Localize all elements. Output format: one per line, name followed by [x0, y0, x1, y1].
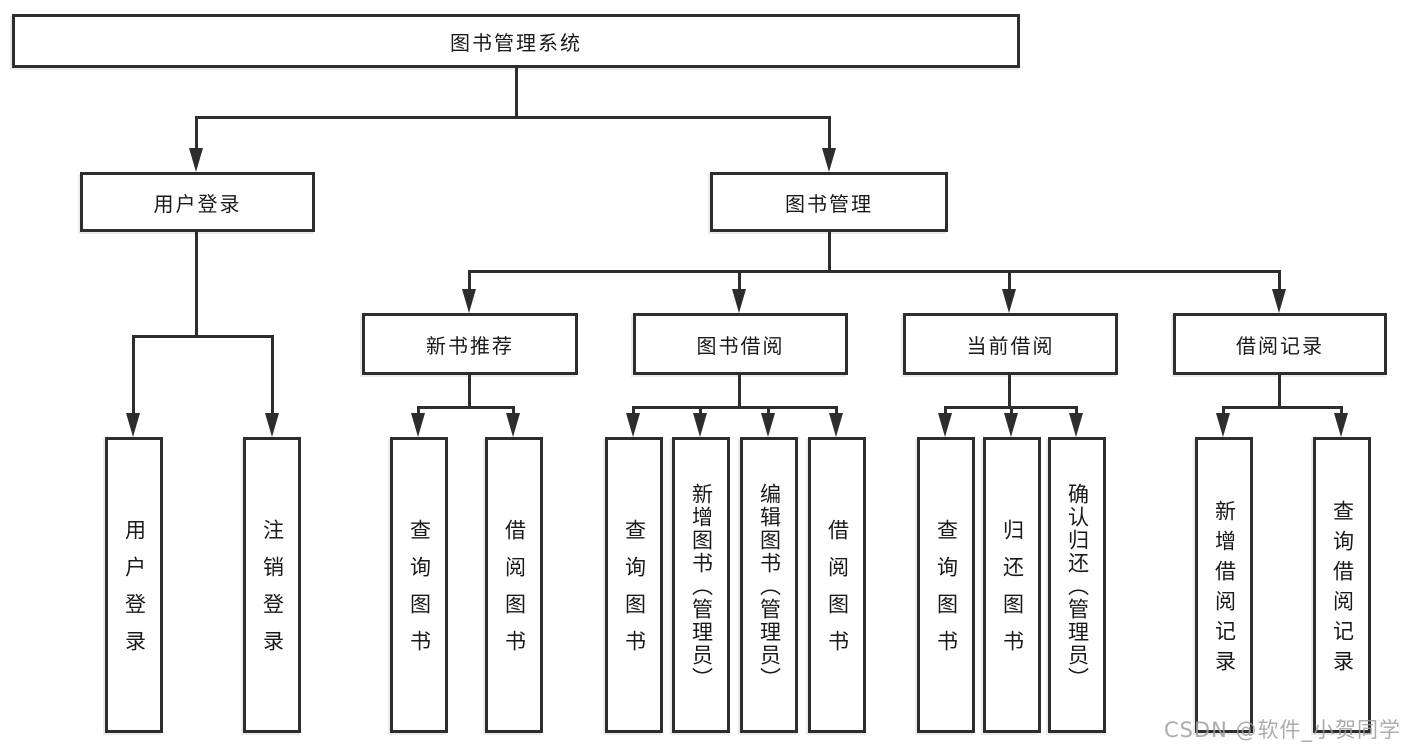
connector-vline: [195, 116, 198, 154]
connector-vline: [1010, 406, 1013, 416]
connector-vline: [699, 406, 702, 416]
leaf-query-books: 查询图书: [390, 437, 448, 733]
connector-vline: [632, 406, 635, 416]
connector-vline: [417, 406, 420, 416]
connector-vline: [195, 232, 198, 337]
connector-hline: [468, 270, 1281, 273]
arrowhead-down-icon: [822, 148, 836, 172]
connector-vline: [468, 270, 471, 294]
node-book-borrowing: 图书借阅: [633, 313, 848, 375]
connector-hline: [632, 406, 838, 409]
connector-hline: [1222, 406, 1343, 409]
arrowhead-down-icon: [1272, 289, 1286, 313]
connector-vline: [1222, 406, 1225, 416]
leaf-edit-book-admin: 编辑图书（管理员）: [740, 437, 798, 733]
arrowhead-down-icon: [693, 413, 707, 437]
connector-vline: [512, 406, 515, 416]
connector-vline: [767, 406, 770, 416]
arrowhead-down-icon: [189, 148, 203, 172]
connector-hline: [195, 116, 831, 119]
connector-vline: [835, 406, 838, 416]
arrowhead-down-icon: [506, 413, 520, 437]
connector-vline: [1340, 406, 1343, 416]
arrowhead-down-icon: [626, 413, 640, 437]
connector-vline: [132, 335, 135, 417]
arrowhead-down-icon: [1069, 413, 1083, 437]
connector-vline: [1008, 375, 1011, 408]
arrowhead-down-icon: [411, 413, 425, 437]
arrowhead-down-icon: [1004, 413, 1018, 437]
arrowhead-down-icon: [829, 413, 843, 437]
leaf-borrow-books: 借阅图书: [808, 437, 866, 733]
connector-vline: [1075, 406, 1078, 416]
connector-vline: [1008, 270, 1011, 294]
node-new-book-recommend: 新书推荐: [362, 313, 578, 375]
csdn-watermark: CSDN @软件_小贺同学: [1163, 718, 1401, 742]
leaf-add-borrow-record: 新增借阅记录: [1195, 437, 1253, 733]
arrowhead-down-icon: [1334, 413, 1348, 437]
arrowhead-down-icon: [462, 289, 476, 313]
leaf-add-book-admin: 新增图书（管理员）: [672, 437, 730, 733]
connector-vline: [271, 335, 274, 417]
node-book-management: 图书管理: [710, 172, 948, 232]
leaf-query-borrow-record: 查询借阅记录: [1313, 437, 1371, 733]
arrowhead-down-icon: [761, 413, 775, 437]
leaf-user-login: 用户登录: [105, 437, 163, 733]
arrowhead-down-icon: [265, 413, 279, 437]
connector-vline: [738, 375, 741, 408]
node-user-login: 用户登录: [80, 172, 315, 232]
connector-vline: [1278, 375, 1281, 408]
leaf-return-books: 归还图书: [983, 437, 1041, 733]
connector-vline: [944, 406, 947, 416]
connector-hline: [417, 406, 515, 409]
arrowhead-down-icon: [938, 413, 952, 437]
connector-vline: [1278, 270, 1281, 294]
arrowhead-down-icon: [1216, 413, 1230, 437]
connector-hline: [132, 335, 274, 338]
leaf-logout: 注销登录: [243, 437, 301, 733]
connector-vline: [828, 116, 831, 154]
leaf-borrow-books: 借阅图书: [485, 437, 543, 733]
connector-vline: [515, 68, 518, 118]
node-root: 图书管理系统: [12, 14, 1020, 68]
arrowhead-down-icon: [126, 413, 140, 437]
node-current-borrowing: 当前借阅: [903, 313, 1118, 375]
arrowhead-down-icon: [732, 289, 746, 313]
connector-vline: [738, 270, 741, 294]
node-borrow-records: 借阅记录: [1173, 313, 1387, 375]
arrowhead-down-icon: [1002, 289, 1016, 313]
leaf-confirm-return-admin: 确认归还（管理员）: [1048, 437, 1106, 733]
leaf-query-books: 查询图书: [605, 437, 663, 733]
connector-vline: [468, 375, 471, 408]
connector-vline: [828, 232, 831, 272]
leaf-query-books: 查询图书: [917, 437, 975, 733]
